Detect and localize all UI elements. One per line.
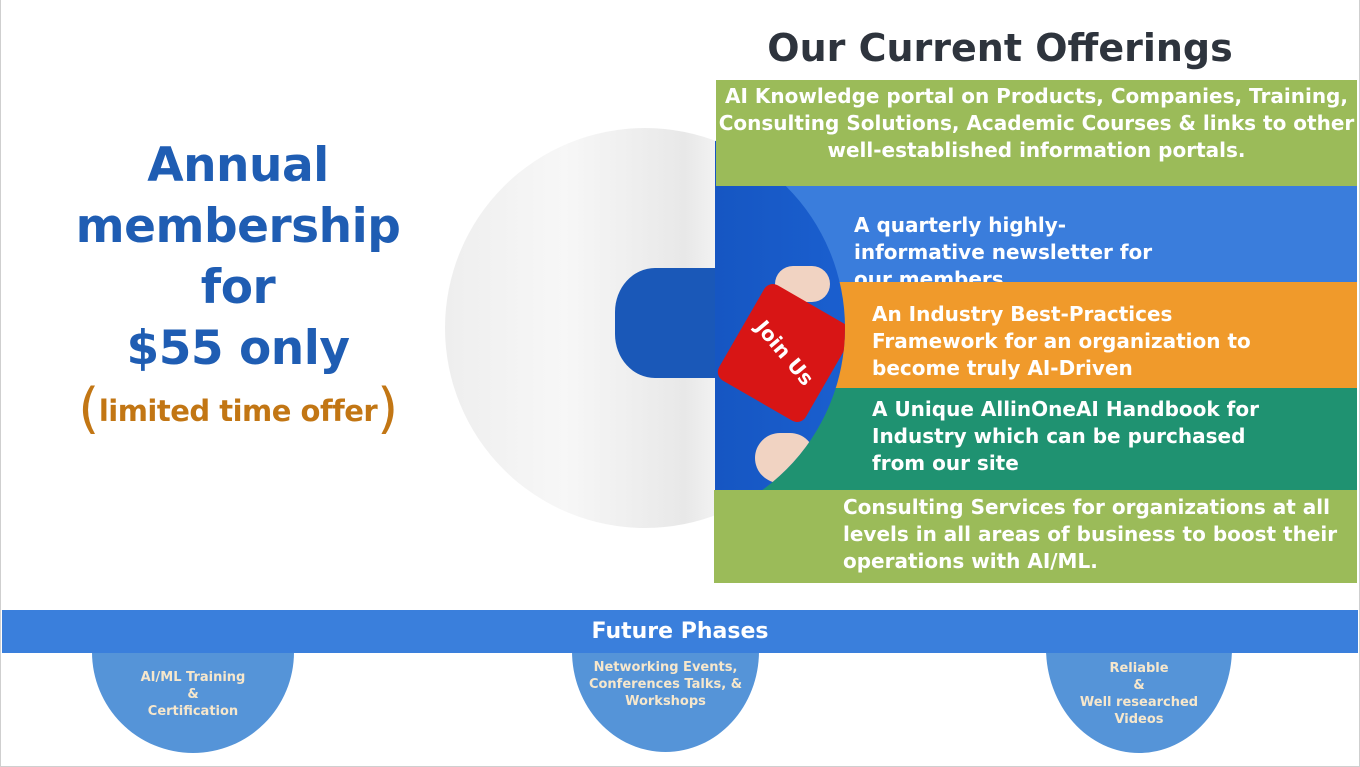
phase-text: & <box>1133 678 1145 693</box>
offering-knowledge-portal: AI Knowledge portal on Products, Compani… <box>716 80 1357 186</box>
red-puzzle-piece: Join Us <box>714 280 845 426</box>
future-phase-training: AI/ML Training & Certification <box>92 652 294 753</box>
phase-text: Certification <box>147 704 239 719</box>
membership-price: $55 only <box>126 321 350 376</box>
future-phase-networking: Networking Events, Conferences Talks, & … <box>572 651 759 752</box>
offering-text: A Unique AllinOneAI Handbook for Industr… <box>872 397 1259 475</box>
limited-offer: (limited time offer) <box>40 379 436 441</box>
membership-line: membership <box>75 199 401 254</box>
phase-text: Well researched <box>1079 695 1199 710</box>
puzzle-hole <box>615 268 715 378</box>
phase-text: Conferences Talks, & <box>588 677 743 692</box>
phase-text: Networking Events, <box>593 660 738 675</box>
phase-text: AI/ML Training <box>140 670 246 685</box>
open-paren: ( <box>78 377 99 440</box>
page-title: Our Current Offerings <box>767 26 1233 70</box>
offering-text: An Industry Best-Practices Framework for… <box>872 302 1251 380</box>
future-phase-videos: Reliable & Well researched Videos <box>1046 648 1232 753</box>
offering-text: A quarterly highly-informative newslette… <box>854 213 1153 291</box>
future-phases-header: Future Phases <box>2 610 1358 653</box>
close-paren: ) <box>377 377 398 440</box>
membership-offer: Annual membership for $55 only (limited … <box>40 135 436 441</box>
phase-text: Videos <box>1114 712 1164 727</box>
puzzle-join-us-image: Join Us <box>445 128 845 528</box>
membership-line: for <box>200 260 276 315</box>
phase-text: & <box>187 687 199 702</box>
offering-text: Consulting Services for organizations at… <box>843 495 1338 573</box>
membership-line: Annual <box>147 138 329 193</box>
offering-consulting: Consulting Services for organizations at… <box>714 490 1357 583</box>
phase-text: Workshops <box>625 694 706 709</box>
phase-text: Reliable <box>1109 661 1169 676</box>
limited-offer-text: limited time offer <box>98 394 378 428</box>
finger <box>755 433 815 483</box>
join-us-label: Join Us <box>750 315 820 391</box>
